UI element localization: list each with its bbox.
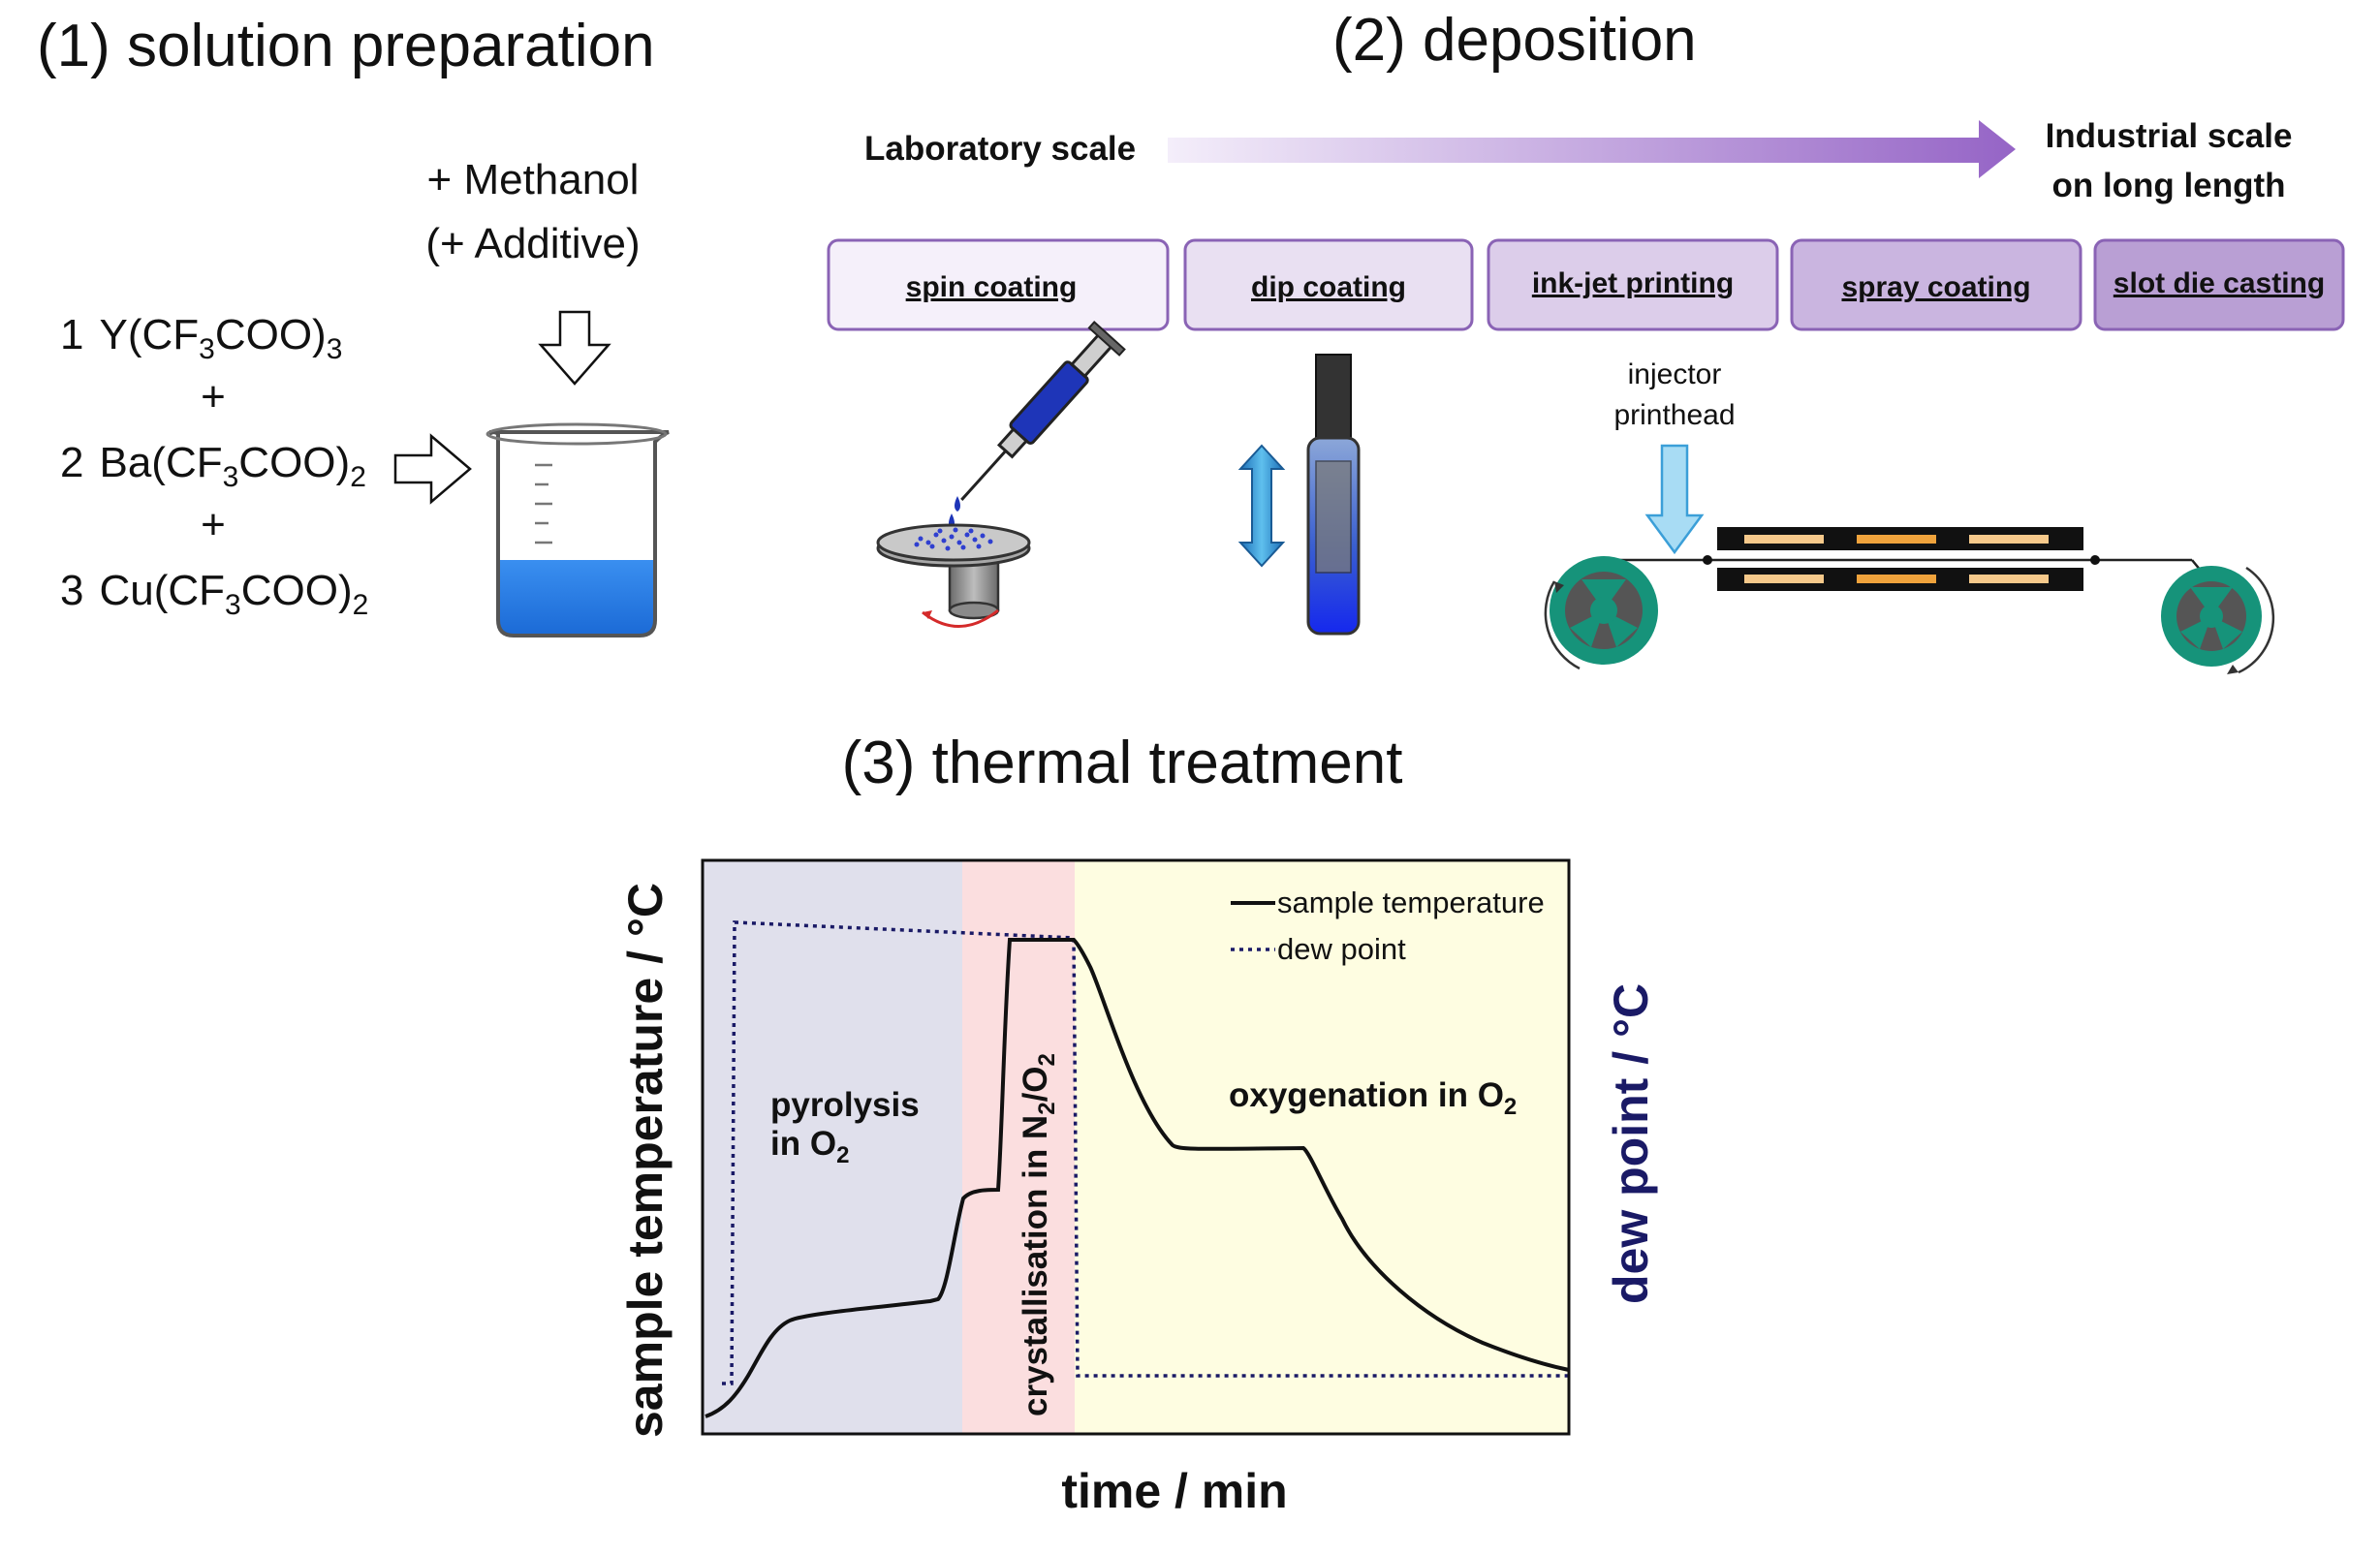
reagent-2-mid: COO) — [238, 439, 350, 486]
reagent-1-mid: COO) — [215, 311, 327, 358]
industrial-scale-label: Industrial scale — [2046, 117, 2293, 155]
method-ink-jet-printing-label: ink-jet printing — [1532, 267, 1734, 299]
method-dip-coating: dip coating — [1183, 238, 1474, 331]
legend-dew-label: dew point — [1277, 932, 1406, 966]
method-spin-coating: spin coating — [827, 238, 1170, 331]
svg-text:3Cu(CF3COO)2: 3Cu(CF3COO)2 — [60, 567, 368, 621]
reagent-3-mid: COO) — [241, 567, 353, 614]
phase-crystallisation-region — [962, 860, 1075, 1434]
reagent-1-sub1: 3 — [199, 333, 215, 365]
phase-pyrolysis-region — [703, 860, 962, 1434]
reagent-2-pre: Ba(CF — [99, 439, 222, 486]
spin-coater-icon — [876, 321, 1126, 628]
x-axis-label: time / min — [1061, 1464, 1287, 1518]
solution-title: (1) solution preparation — [37, 13, 655, 79]
long-length-label: on long length — [2051, 167, 2285, 204]
deposition-title: (2) deposition — [1332, 7, 1697, 74]
thermal-title: (3) thermal treatment — [842, 730, 1403, 796]
method-spin-coating-label: spin coating — [906, 271, 1078, 303]
scale-arrow — [1168, 120, 2016, 178]
plot-frame — [701, 858, 1571, 1436]
reagent-3-sub2: 2 — [353, 589, 369, 621]
sample-temperature-curve — [705, 938, 1570, 1418]
method-spray-coating-label: spray coating — [1841, 271, 2030, 303]
legend: sample temperature dew point — [1231, 886, 1545, 966]
phase-oxygenation-region — [1075, 860, 1569, 1434]
method-slot-die-casting: slot die casting — [2093, 238, 2345, 331]
method-slot-die-casting-label: slot die casting — [2114, 267, 2325, 299]
y-axis-right-label: dew point / °C — [1604, 983, 1658, 1304]
svg-text:2Ba(CF3COO)2: 2Ba(CF3COO)2 — [60, 439, 366, 493]
reagent-3-pre: Cu(CF — [99, 567, 225, 614]
lab-scale-label: Laboratory scale — [864, 130, 1136, 168]
dip-coater-icon — [1237, 354, 1361, 636]
methanol-label: + Methanol — [427, 156, 640, 203]
reagent-1-coef: 1 — [60, 311, 83, 358]
plus-sign-1: + — [201, 373, 226, 420]
reagent-1-sub2: 3 — [327, 333, 343, 365]
pyrolysis-label-line2: in O2 — [770, 1125, 849, 1168]
method-spray-coating: spray coating — [1790, 238, 2082, 331]
crystallisation-label: crystallisation in N2/O2 — [1017, 1053, 1060, 1416]
injector-label: injector — [1628, 358, 1722, 390]
reagent-1-pre: Y(CF — [99, 311, 199, 358]
beaker-icon — [485, 422, 670, 638]
pyrolysis-label-line1: pyrolysis — [770, 1086, 920, 1124]
y-axis-left-label: sample temperature / °C — [618, 883, 673, 1438]
printhead-label: printhead — [1613, 399, 1735, 431]
reagent-2-sub1: 3 — [223, 461, 239, 493]
reagent-3-sub1: 3 — [225, 589, 241, 621]
oxygenation-label: oxygenation in O2 — [1229, 1076, 1517, 1120]
method-dip-coating-label: dip coating — [1251, 271, 1406, 303]
legend-temp-label: sample temperature — [1277, 886, 1545, 919]
printhead-arrow-icon — [1644, 444, 1705, 555]
reagent-2-coef: 2 — [60, 439, 83, 486]
down-arrow-icon — [538, 310, 611, 386]
reagent-2-sub2: 2 — [350, 461, 366, 493]
reel-to-reel-icon — [1544, 527, 2275, 674]
right-arrow-icon — [393, 433, 472, 505]
right-reel-icon — [2161, 566, 2275, 674]
plus-sign-2: + — [201, 501, 226, 548]
additive-label: (+ Additive) — [425, 220, 640, 267]
svg-text:1Y(CF3COO)3: 1Y(CF3COO)3 — [60, 311, 342, 365]
left-reel-icon — [1544, 556, 1658, 670]
reagent-3-coef: 3 — [60, 567, 83, 614]
thermal-chart: sample temperature dew point pyrolysis i… — [618, 858, 1658, 1518]
method-ink-jet-printing: ink-jet printing — [1487, 238, 1779, 331]
